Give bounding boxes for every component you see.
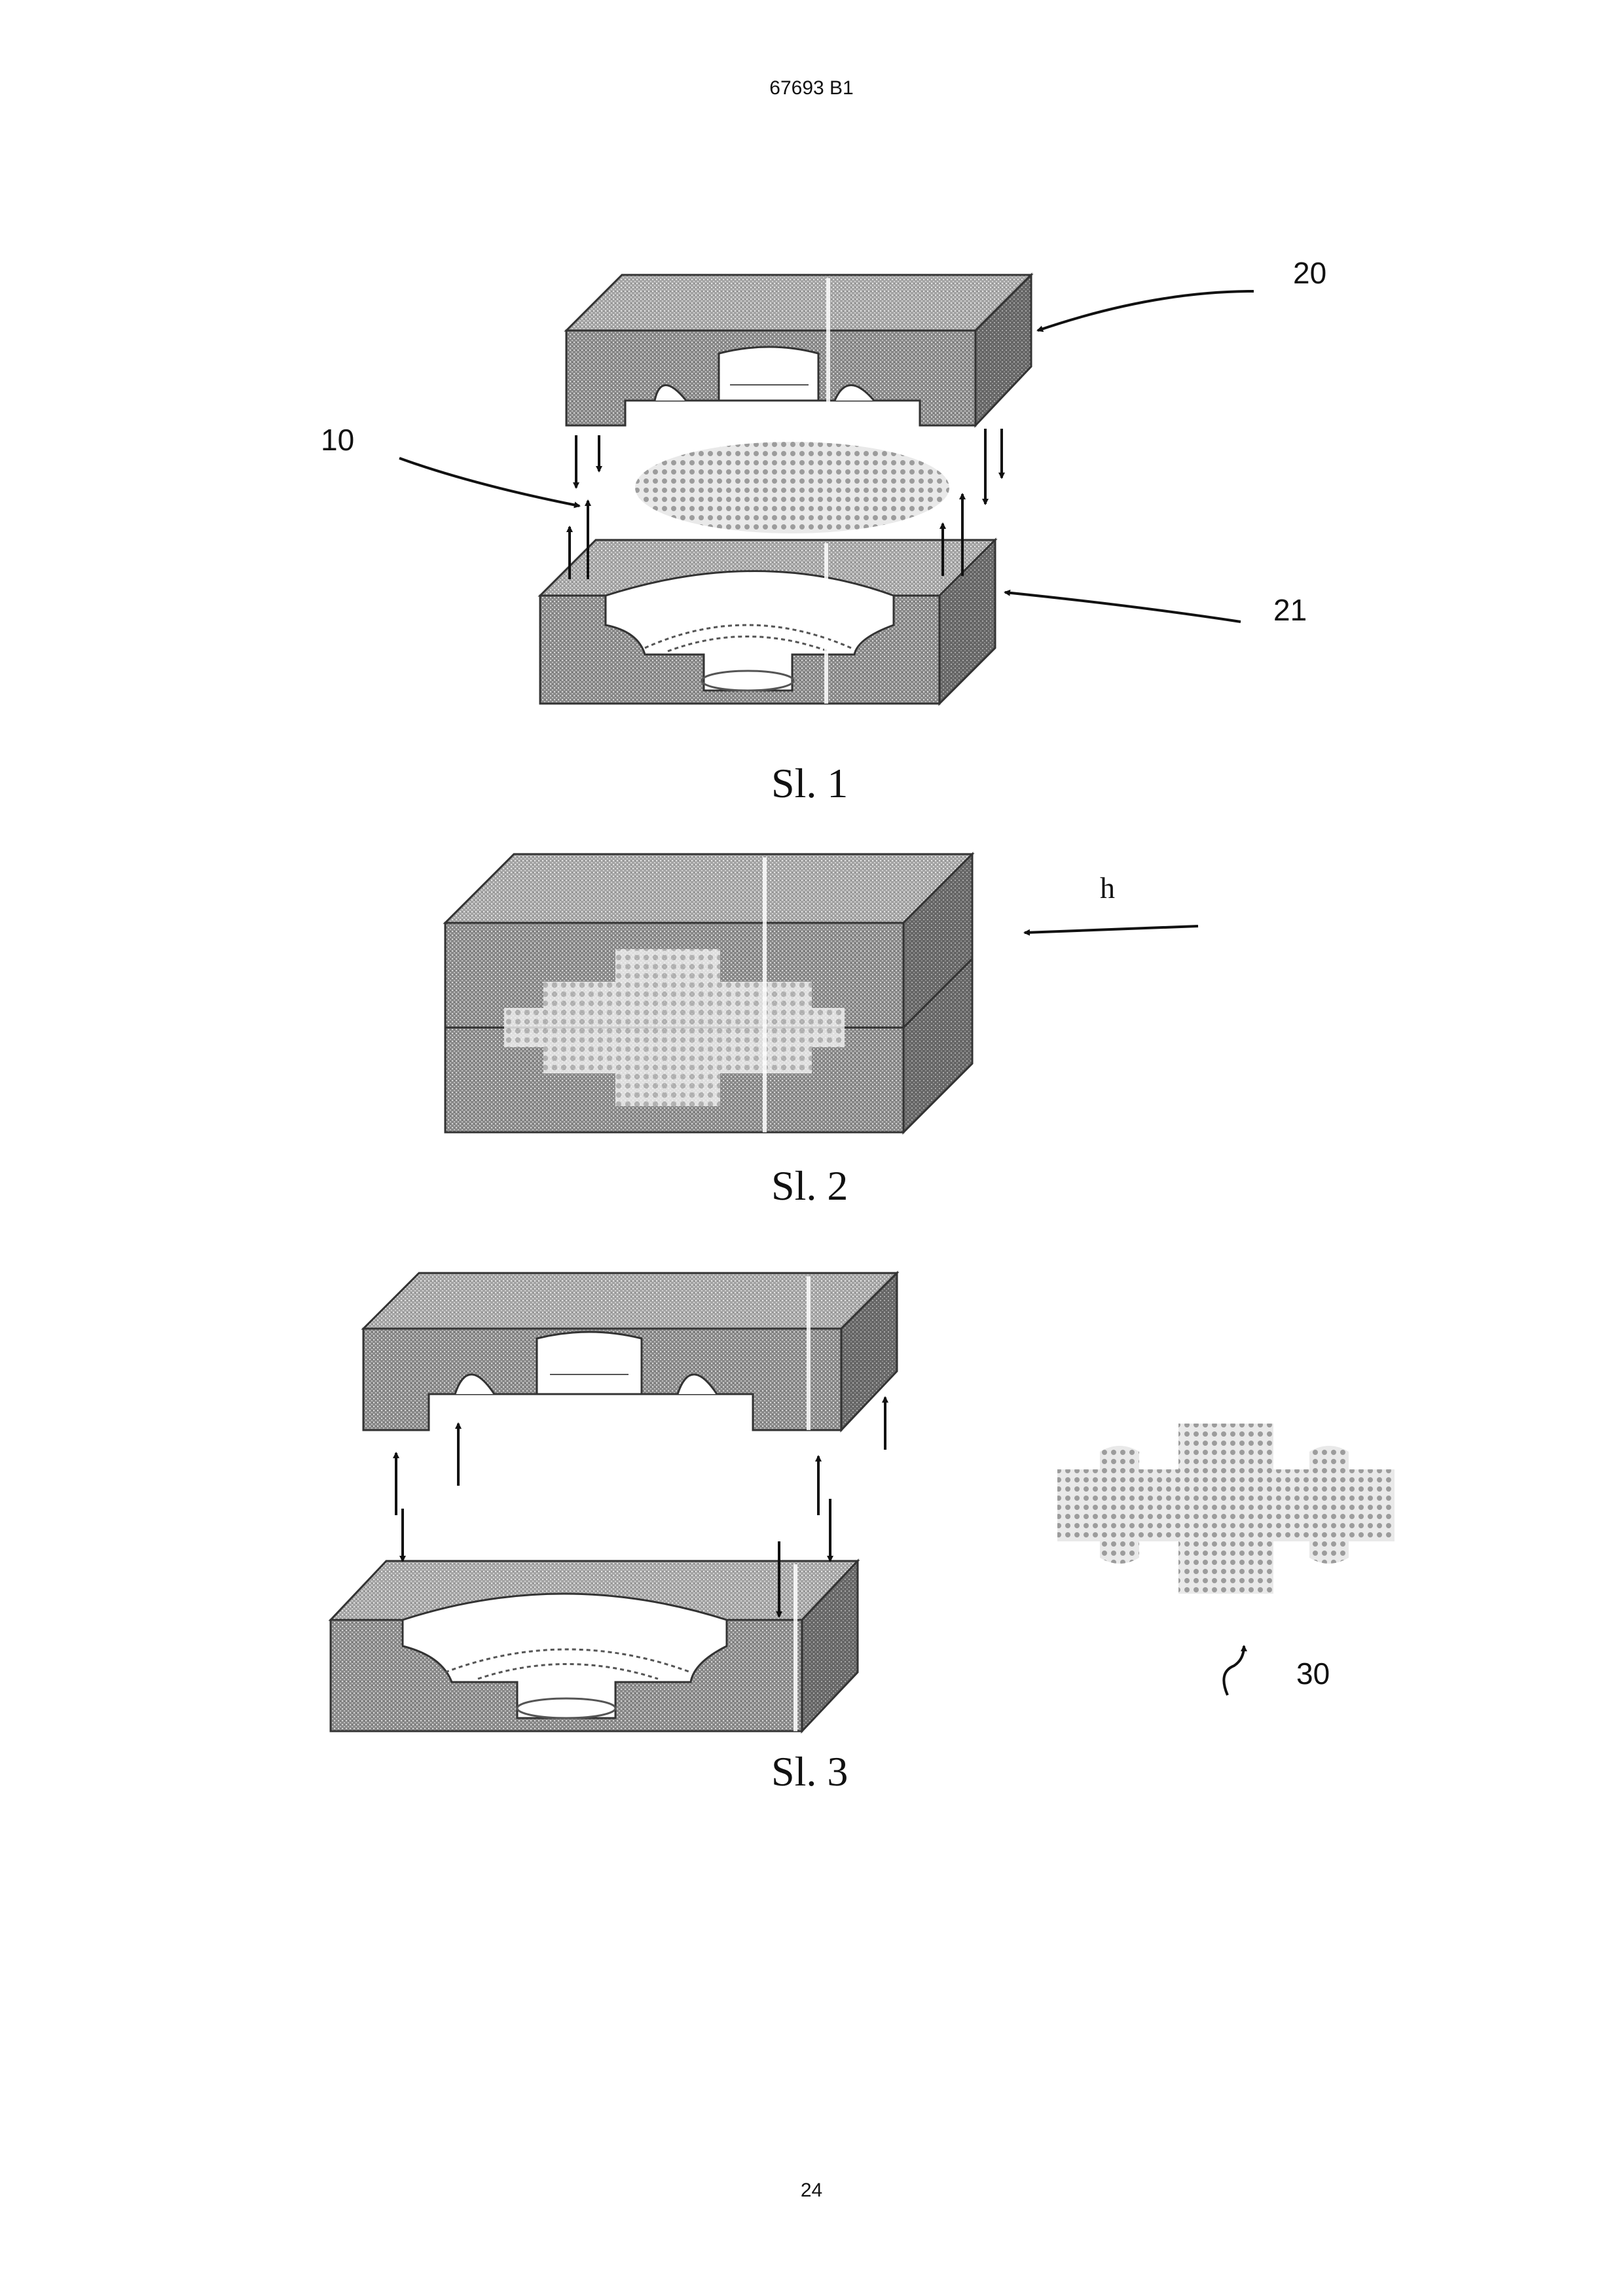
upper-mold-open bbox=[363, 1273, 897, 1430]
ref-20: 20 bbox=[1293, 255, 1326, 291]
figure-1 bbox=[399, 275, 1254, 704]
h-arrow bbox=[1025, 926, 1198, 933]
ref-21: 21 bbox=[1273, 592, 1307, 628]
figure-2 bbox=[445, 854, 1198, 1132]
preform-10 bbox=[635, 442, 949, 533]
ref-10: 10 bbox=[321, 422, 354, 457]
page-number: 24 bbox=[0, 2179, 1623, 2202]
figure-2-caption: Sl. 2 bbox=[771, 1162, 848, 1210]
ref-30: 30 bbox=[1296, 1656, 1330, 1691]
lower-mold-21 bbox=[540, 540, 995, 704]
upper-mold-20 bbox=[566, 275, 1031, 425]
part-30-leader bbox=[1224, 1646, 1244, 1695]
finished-part-30 bbox=[1057, 1424, 1395, 1594]
ref-h: h bbox=[1100, 870, 1115, 905]
figure-3 bbox=[331, 1273, 1395, 1731]
figure-3-caption: Sl. 3 bbox=[771, 1748, 848, 1796]
figure-1-caption: Sl. 1 bbox=[771, 759, 848, 808]
